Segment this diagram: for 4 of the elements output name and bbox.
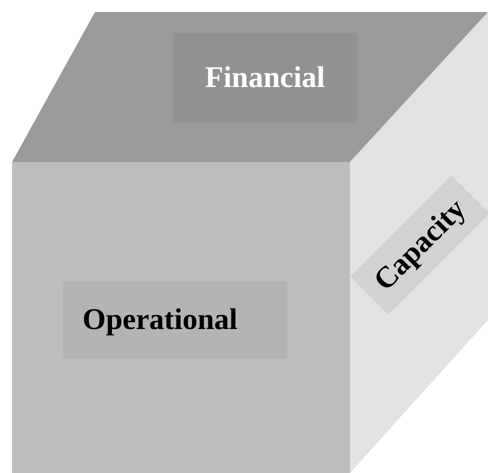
- cube-face: [12, 162, 350, 473]
- face-label: Financial: [173, 33, 357, 123]
- cube-face: [350, 12, 488, 473]
- face-label: Operational: [62, 281, 288, 359]
